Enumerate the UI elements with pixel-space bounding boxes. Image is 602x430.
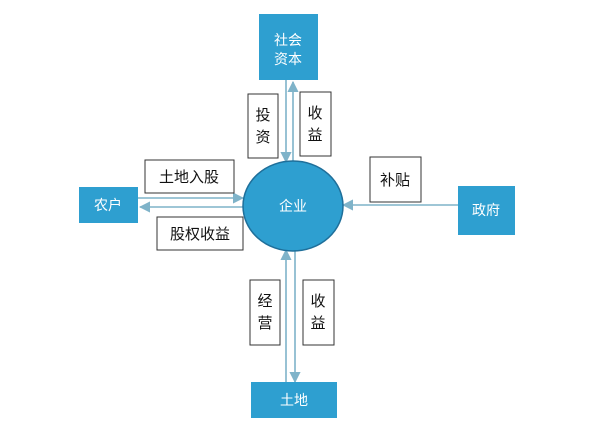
return-bottom-label-line1: 收: [310, 292, 325, 310]
equity-return-label-box: 股权收益: [156, 216, 244, 251]
return-top-label-line1: 收: [307, 104, 322, 122]
land-label: 土地: [280, 393, 308, 409]
operate-label-box: 经 营: [249, 279, 281, 346]
invest-label-box: 投 资: [247, 93, 279, 159]
social-capital-node: 社会 资本: [259, 14, 318, 80]
return-top-label-box: 收 益: [299, 91, 332, 157]
return-top-label-line2: 益: [307, 126, 322, 144]
return-bottom-label-line2: 益: [310, 314, 325, 332]
land-share-label: 土地入股: [159, 168, 219, 186]
operate-label-line2: 营: [257, 314, 272, 332]
government-label: 政府: [472, 203, 500, 219]
farmer-label: 农户: [94, 197, 122, 214]
social-capital-label-line2: 资本: [274, 52, 302, 68]
arrows: [138, 80, 458, 384]
government-node: 政府: [458, 186, 515, 235]
farmer-node: 农户: [79, 187, 138, 223]
subsidy-label-box: 补贴: [369, 156, 422, 203]
land-node: 土地: [251, 382, 337, 418]
subsidy-label: 补贴: [380, 171, 410, 189]
invest-label-line1: 投: [255, 106, 270, 124]
invest-label-line2: 资: [255, 128, 270, 146]
return-bottom-label-box: 收 益: [302, 279, 335, 346]
land-share-label-box: 土地入股: [144, 159, 235, 194]
enterprise-label: 企业: [279, 198, 307, 215]
equity-return-label: 股权收益: [170, 225, 230, 243]
enterprise-node: 企业: [242, 160, 344, 252]
operate-label-line1: 经: [257, 292, 272, 310]
social-capital-label-line1: 社会: [274, 33, 302, 49]
